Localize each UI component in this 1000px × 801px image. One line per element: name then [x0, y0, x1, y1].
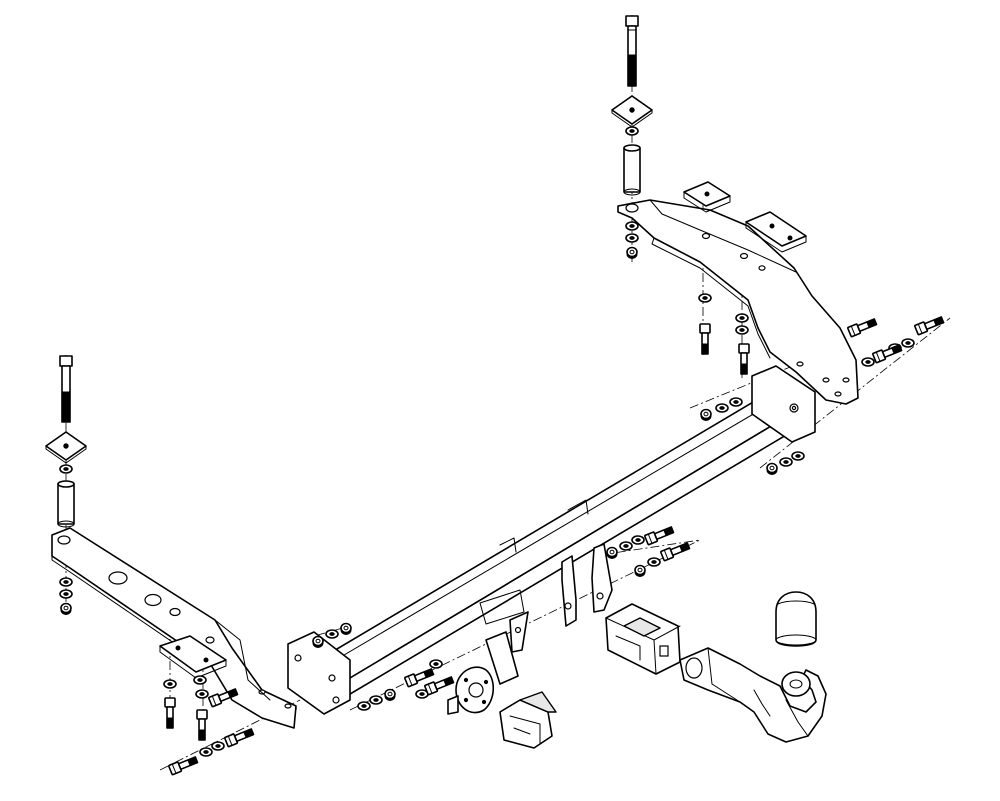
- washer: [325, 629, 339, 639]
- washer: [619, 541, 633, 551]
- left-side-bracket: [51, 527, 297, 729]
- washer: [429, 659, 443, 669]
- nut: [340, 622, 352, 636]
- hex-bolt: [164, 697, 176, 729]
- washer: [625, 221, 639, 231]
- washer: [729, 397, 743, 407]
- ball-mount-receiver: [605, 603, 681, 675]
- hex-bolt: [846, 316, 879, 338]
- hex-bolt: [738, 343, 750, 375]
- washer: [735, 313, 749, 323]
- right-long-bolt: [625, 15, 639, 87]
- washer: [59, 589, 73, 599]
- washer: [369, 695, 383, 705]
- washer: [647, 557, 661, 567]
- washer: [735, 325, 749, 335]
- spacer-sleeve: [57, 480, 75, 528]
- washer: [163, 679, 177, 689]
- hex-bolt: [913, 314, 946, 336]
- hex-bolt: [196, 709, 208, 741]
- nut: [634, 564, 646, 578]
- tow-ball-arm: [679, 647, 827, 743]
- square-plate: [45, 431, 87, 464]
- nut: [606, 546, 618, 560]
- washer: [625, 233, 639, 243]
- square-plate: [611, 95, 653, 128]
- socket-plate: [447, 631, 519, 715]
- right-side-bracket: [617, 199, 859, 405]
- nut: [312, 635, 324, 649]
- hex-bolt: [167, 754, 200, 776]
- washer: [195, 689, 209, 699]
- spacer-sleeve: [623, 144, 641, 196]
- washer: [211, 741, 225, 751]
- hex-bolt: [423, 674, 456, 696]
- washer: [357, 701, 371, 711]
- right-top-plate-b: [745, 211, 807, 253]
- washer: [59, 577, 73, 587]
- washer: [631, 535, 645, 545]
- washer: [698, 293, 712, 303]
- nut: [700, 408, 712, 422]
- washer: [625, 126, 639, 136]
- electrical-socket: [499, 691, 557, 749]
- washer: [779, 457, 793, 467]
- hex-bolt: [643, 524, 676, 546]
- nut: [766, 462, 778, 476]
- left-long-bolt: [59, 355, 73, 423]
- washer: [715, 403, 729, 413]
- washer: [791, 451, 805, 461]
- nut: [384, 688, 396, 702]
- nut: [60, 602, 72, 616]
- washer: [861, 357, 875, 367]
- hex-bolt: [871, 342, 904, 364]
- right-top-plate-a: [683, 181, 731, 213]
- main-crossbar: [287, 365, 816, 715]
- nut: [626, 246, 638, 260]
- tow-ball: [781, 671, 811, 697]
- tow-ball-cap: [775, 591, 817, 647]
- washer: [193, 675, 207, 685]
- washer: [59, 464, 73, 474]
- washer: [901, 338, 915, 348]
- washer: [199, 747, 213, 757]
- hex-bolt: [699, 323, 711, 355]
